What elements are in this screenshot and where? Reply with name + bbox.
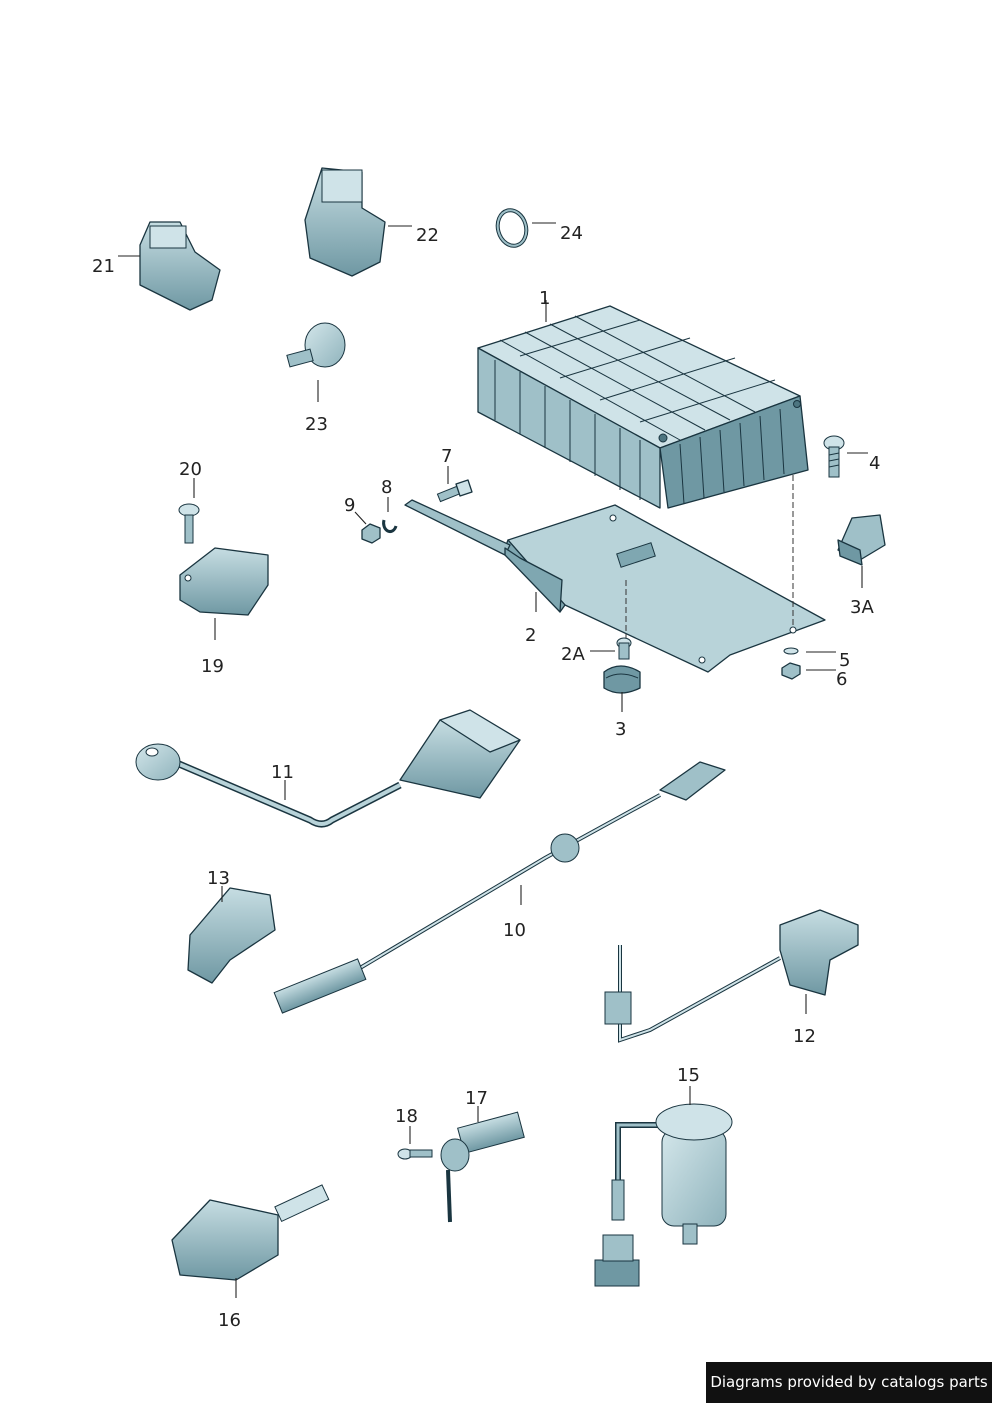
label-23: 23: [305, 414, 328, 435]
washer-nut: [781, 647, 801, 680]
o-ring: [495, 208, 529, 248]
pressure-sensor: [178, 503, 269, 616]
label-21: 21: [92, 256, 115, 277]
rubber-mount: [603, 637, 641, 694]
label-17: 17: [465, 1088, 488, 1109]
sensor-22: [304, 167, 386, 277]
label-8: 8: [381, 477, 393, 498]
label-12: 12: [793, 1026, 816, 1047]
label-18: 18: [395, 1106, 418, 1127]
label-6: 6: [836, 669, 848, 690]
label-3: 3: [615, 719, 627, 740]
label-11: 11: [271, 762, 294, 783]
label-10: 10: [503, 920, 526, 941]
screw: [823, 435, 845, 478]
retaining-clip: [837, 514, 886, 566]
label-24: 24: [560, 223, 583, 244]
lambda-probe: [273, 761, 726, 1014]
label-7: 7: [441, 446, 453, 467]
label-22: 22: [416, 225, 439, 246]
temperature-sender: [604, 909, 859, 1043]
holder: [187, 887, 276, 984]
bolt-washer-nut: [361, 479, 473, 544]
label-4: 4: [869, 453, 881, 474]
control-unit: [477, 305, 809, 509]
pressure-transducer: [594, 1103, 733, 1287]
credit-banner: Diagrams provided by catalogs parts: [706, 1362, 992, 1403]
label-3a: 3A: [850, 597, 874, 618]
label-20: 20: [179, 459, 202, 480]
speed-sensor: [397, 1111, 525, 1223]
label-13: 13: [207, 868, 230, 889]
label-19: 19: [201, 656, 224, 677]
sensor-23: [286, 322, 346, 368]
label-1: 1: [539, 288, 551, 309]
label-16: 16: [218, 1310, 241, 1331]
label-15: 15: [677, 1065, 700, 1086]
label-9: 9: [344, 495, 356, 516]
label-5: 5: [839, 650, 851, 671]
bracket-plate: [404, 499, 826, 673]
label-2: 2: [525, 625, 537, 646]
brake-light-switch: [171, 1184, 330, 1281]
knock-sensor: [135, 709, 521, 828]
label-2a: 2A: [561, 644, 585, 665]
sensor-21: [139, 221, 221, 311]
